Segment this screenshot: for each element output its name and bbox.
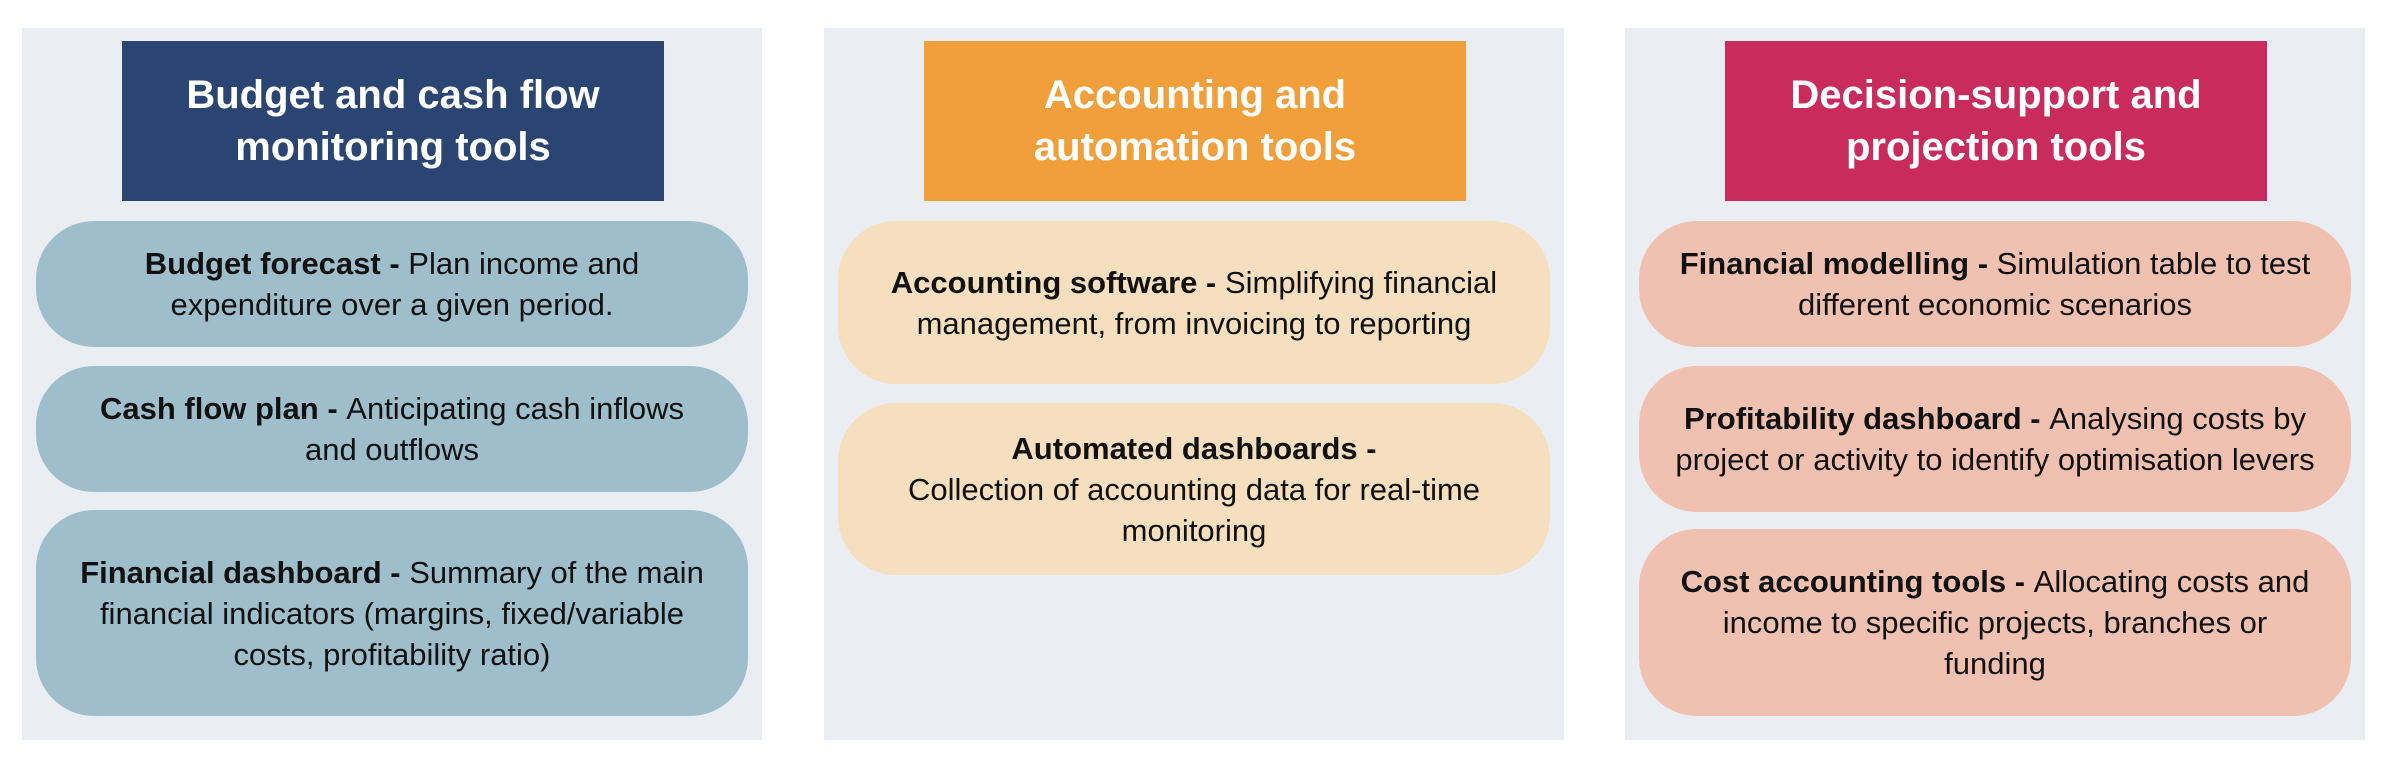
card-automated-dashboards: Automated dashboards - Collection of acc… — [838, 403, 1550, 575]
column-header: Decision-support and projection tools — [1725, 41, 2267, 201]
card-term: Profitability dashboard — [1684, 401, 2022, 436]
card-separator: - — [1197, 264, 1225, 300]
card-description: Plan income and expenditure over a given… — [170, 246, 640, 322]
header-line-1: Accounting and — [1043, 73, 1347, 117]
card-cost-accounting-tools: Cost accounting tools - Allocating costs… — [1639, 529, 2351, 716]
card-budget-forecast: Budget forecast - Plan income and expend… — [36, 221, 748, 347]
card-cash-flow-plan: Cash flow plan - Anticipating cash inflo… — [36, 366, 748, 492]
card-description: Allocating costs and income to specific … — [1722, 564, 2310, 681]
card-term: Budget forecast — [144, 246, 381, 281]
card-term: Cash flow plan — [99, 391, 319, 426]
column-header: Budget and cash flow monitoring tools — [122, 41, 664, 201]
card-financial-modelling: Financial modelling - Simulation table t… — [1639, 221, 2351, 347]
card-term: Automated dashboards — [1011, 430, 1358, 466]
header-line-2: automation tools — [1033, 125, 1357, 169]
header-line-1: Budget and cash flow — [186, 73, 600, 117]
card-description: Simulation table to test different econo… — [1797, 246, 2311, 322]
column-decision-support: Decision-support and projection tools Fi… — [1625, 28, 2365, 740]
card-separator: - — [1969, 246, 1997, 281]
card-term: Cost accounting tools — [1680, 564, 2007, 599]
card-separator: - — [1357, 430, 1377, 466]
column-accounting-automation: Accounting and automation tools Accounti… — [824, 28, 1564, 740]
card-term: Accounting software — [890, 264, 1198, 300]
card-description: Simplifying financial management, from i… — [916, 264, 1498, 341]
card-description: Collection of accounting data for real-t… — [907, 471, 1481, 548]
card-term: Financial dashboard — [80, 554, 382, 590]
card-accounting-software: Accounting software - Simplifying financ… — [838, 221, 1550, 384]
card-separator: - — [381, 554, 410, 590]
card-separator: - — [2021, 401, 2050, 436]
header-line-2: projection tools — [1845, 125, 2146, 169]
card-description: Analysing costs by project or activity t… — [1675, 401, 2315, 477]
header-line-2: monitoring tools — [235, 125, 551, 169]
card-description: Anticipating cash inflows and outflows — [304, 391, 685, 467]
column-header: Accounting and automation tools — [924, 41, 1466, 201]
card-term: Financial modelling — [1679, 246, 1970, 281]
card-financial-dashboard: Financial dashboard - Summary of the mai… — [36, 510, 748, 716]
column-budget-cash-flow: Budget and cash flow monitoring tools Bu… — [22, 28, 762, 740]
header-line-1: Decision-support and — [1790, 73, 2202, 117]
card-separator: - — [318, 391, 347, 426]
card-separator: - — [2006, 564, 2034, 599]
card-separator: - — [380, 246, 409, 281]
card-description: Summary of the main financial indicators… — [99, 554, 704, 672]
card-profitability-dashboard: Profitability dashboard - Analysing cost… — [1639, 366, 2351, 512]
